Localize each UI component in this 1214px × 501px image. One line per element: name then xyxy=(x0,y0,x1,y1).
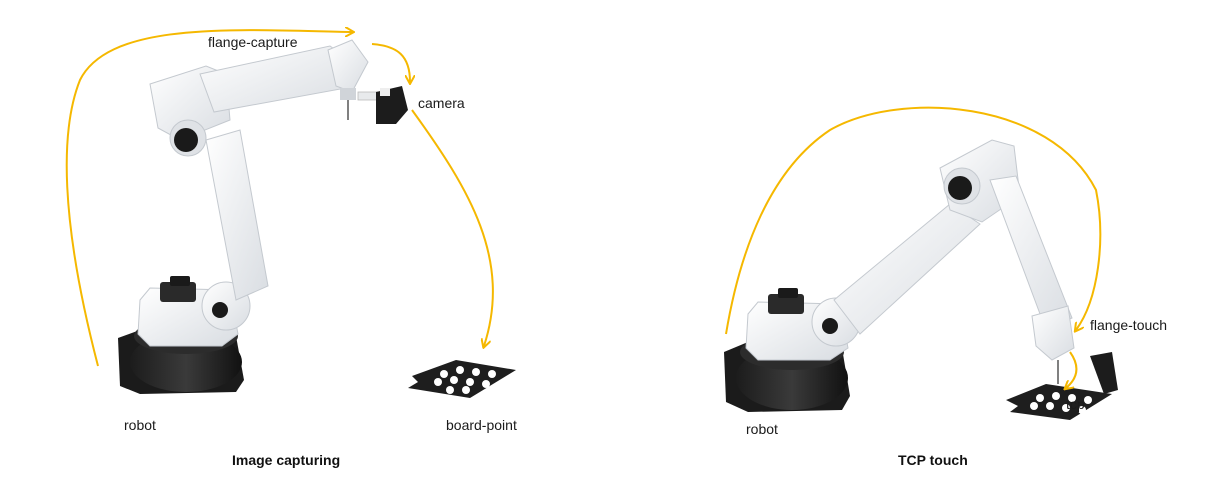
robot-1-illustration xyxy=(118,39,408,394)
label-board-point: board-point xyxy=(446,417,517,433)
caption-image-capturing: Image capturing xyxy=(232,452,341,468)
calibration-board-2 xyxy=(1006,352,1118,420)
label-robot-1: robot xyxy=(124,417,156,433)
arrow-flange-to-tcp xyxy=(1066,351,1078,388)
label-flange-capture: flange-capture xyxy=(208,34,298,50)
label-tcp: tcp xyxy=(1066,396,1085,412)
label-camera: camera xyxy=(418,95,465,111)
label-flange-touch: flange-touch xyxy=(1090,317,1168,333)
calibration-board-1 xyxy=(408,360,516,398)
panel-tcp-touch xyxy=(724,106,1118,420)
flow-arrows-1 xyxy=(65,30,494,367)
panel-image-capturing xyxy=(65,30,516,398)
arrow-flange-to-camera xyxy=(371,43,410,82)
caption-tcp-touch: TCP touch xyxy=(898,452,968,468)
camera-illustration xyxy=(357,86,408,124)
flow-arrows-2 xyxy=(725,106,1102,388)
arrow-robot-to-flange-touch xyxy=(725,106,1102,335)
arrow-robot-to-flange xyxy=(65,30,352,367)
robot-2-illustration xyxy=(724,139,1075,412)
arrow-camera-to-board xyxy=(411,109,494,346)
label-robot-2: robot xyxy=(746,421,778,437)
